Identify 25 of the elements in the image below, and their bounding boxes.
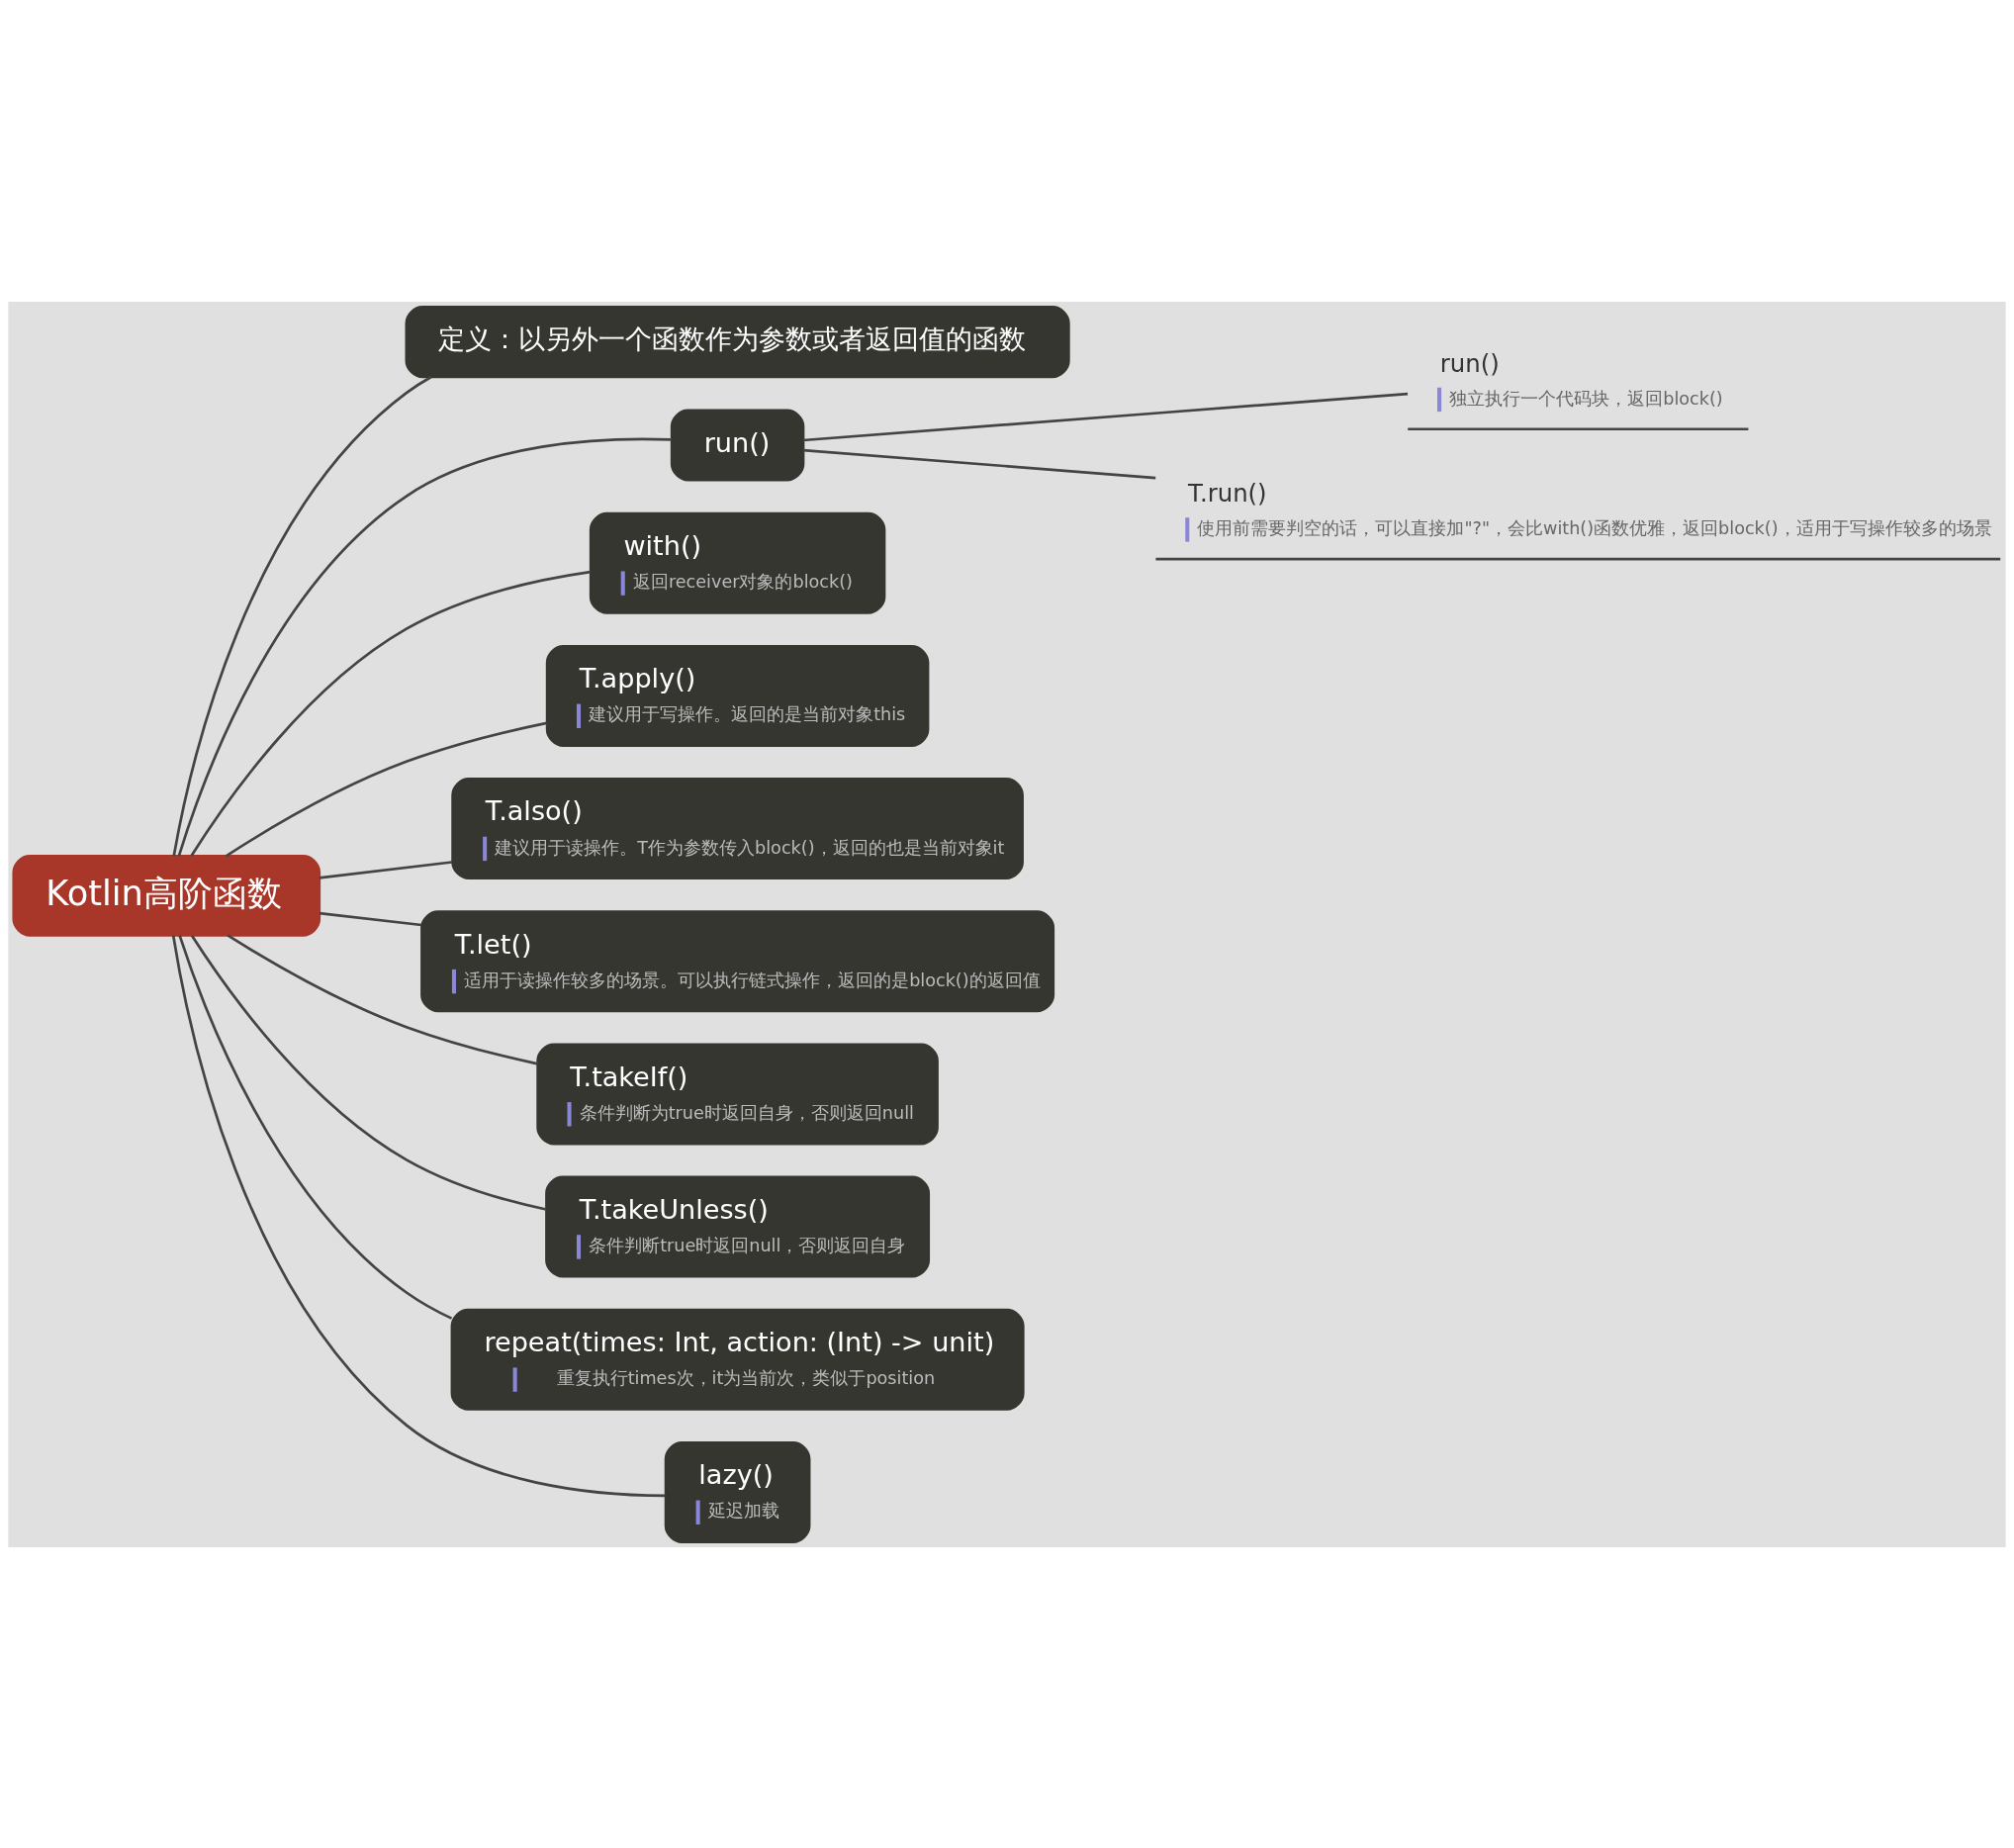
node-box: T.takeIf() 条件判断为true时返回自身，否则返回null: [536, 1042, 939, 1145]
node-box: T.also() 建议用于读操作。T作为参数传入block()，返回的也是当前对象it: [451, 777, 1024, 879]
connector: [171, 934, 666, 1497]
node-box: T.apply() 建议用于写操作。返回的是当前对象this: [545, 644, 930, 747]
node-label: run(): [1439, 348, 1500, 378]
connector: [190, 934, 547, 1211]
node-box: T.takeUnless() 条件判断true时返回null，否则返回自身: [545, 1175, 931, 1278]
connector: [319, 911, 422, 926]
connector: [190, 570, 591, 857]
node-box: run(): [670, 408, 805, 482]
node-box: lazy() 延迟加载: [664, 1440, 811, 1543]
connector: [319, 860, 453, 879]
connector: [225, 721, 547, 857]
connector: [177, 437, 672, 857]
node-box: T.let() 适用于读操作较多的场景。可以执行链式操作，返回的是block()的返回值: [420, 909, 1055, 1012]
node-text: T.run() 使用前需要判空的话，可以直接加"?"，会比with()函数优雅，返回block()，适用于写操作较多的场景: [1187, 478, 1992, 538]
connector: [178, 934, 453, 1320]
connector: [172, 375, 432, 857]
node-box: with() 返回receiver对象的block(): [589, 511, 886, 614]
node-box: 定义：以另外一个函数作为参数或者返回值的函数: [405, 305, 1070, 378]
connector: [802, 392, 1409, 441]
connector: [227, 933, 538, 1065]
connector: [802, 448, 1156, 479]
node-box: repeat(times: Int, action: (Int) -> unit) 重复执行times次，it为当前次，类似于position: [450, 1308, 1025, 1411]
node-box: Kotlin高阶函数: [12, 854, 321, 937]
